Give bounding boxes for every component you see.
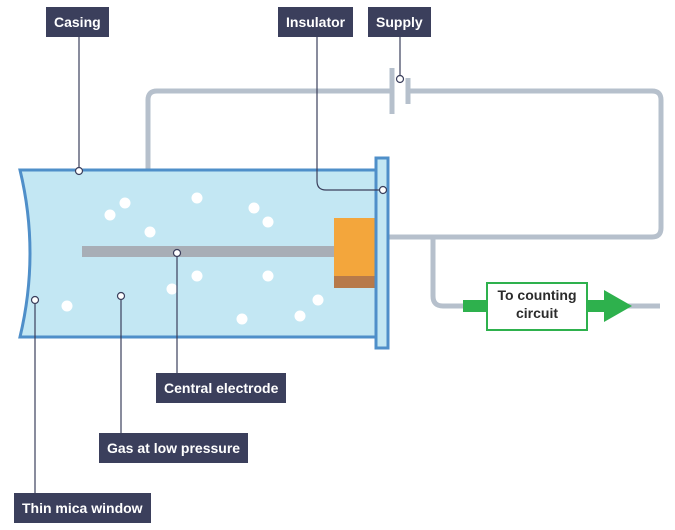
supply-label: Supply [368,7,431,37]
window-point [30,295,40,305]
insulator-leader [316,37,383,191]
counting-circuit-box [486,282,588,331]
gas-particle [144,226,156,238]
central-electrode-label: Central electrode [156,373,287,403]
gas-particle [262,270,274,282]
gas-particle [312,294,324,306]
gas-point [116,291,126,301]
output-arrow-shaft-right [586,300,608,312]
gas-particle [166,283,178,295]
electrode-point [172,248,182,258]
gas-particle [61,300,73,312]
gas-particle [236,313,248,325]
supply-wire [145,88,664,240]
mica-window-label: Thin mica window [14,493,151,523]
casing-label: Casing [46,7,109,37]
output-arrow-head [604,290,632,322]
gas-particle [262,216,274,228]
casing-point [74,166,84,176]
gas-particle [119,197,131,209]
counting-circuit-line1: To counting [497,287,577,303]
gas-particles [61,192,324,325]
gas-particle [104,209,116,221]
insulator-label: Insulator [278,7,354,37]
output-arrow-shaft-left [463,300,489,312]
output-wire [430,237,660,309]
gas-particle [294,310,306,322]
counting-circuit-line2: circuit [515,305,558,321]
gas-label: Gas at low pressure [99,433,249,463]
gas-particle [191,192,203,204]
gas-particle [248,202,260,214]
central-electrode [82,246,340,257]
insulator-base [334,276,376,288]
leader-lines [34,37,401,493]
insulator-point [378,185,388,195]
gas-particle [191,270,203,282]
tube-end-cap [374,156,390,350]
supply-point [395,74,405,84]
leader-points [30,74,405,305]
insulator-block [334,218,376,276]
counting-circuit-text: To counting circuit [487,286,587,322]
